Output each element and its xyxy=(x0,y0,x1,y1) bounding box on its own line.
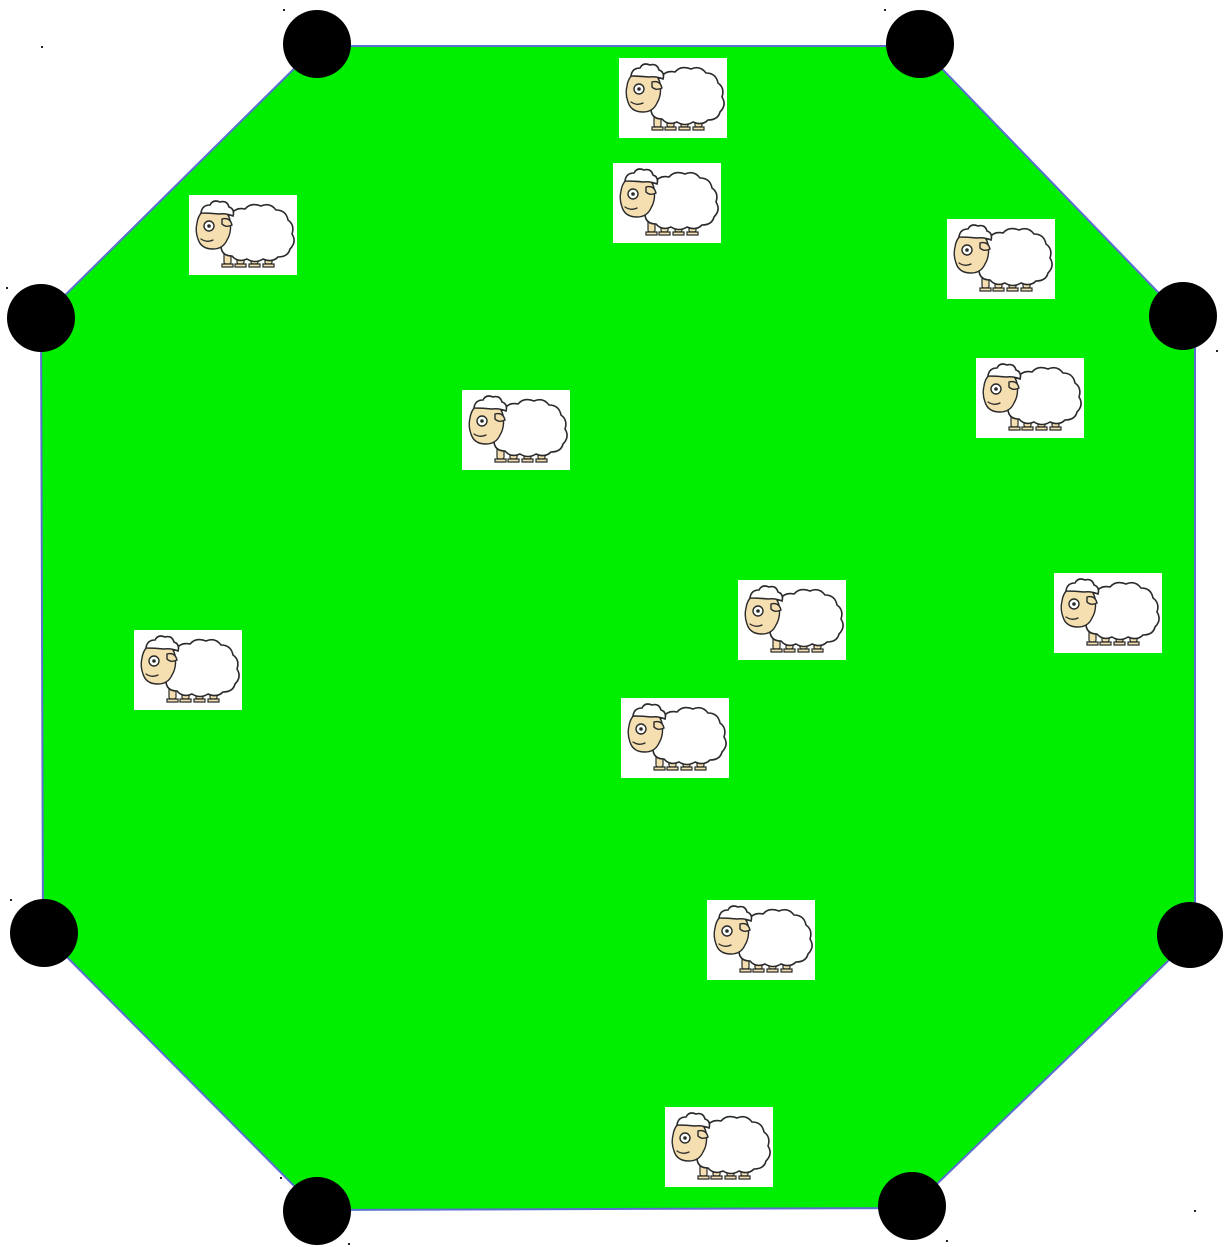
sheep-icon xyxy=(189,195,297,275)
fence-post-dot xyxy=(1149,282,1217,350)
sheep-icon xyxy=(665,1107,773,1187)
sheep-icon xyxy=(619,58,727,138)
sheep-icon xyxy=(613,163,721,243)
fence-post-dot xyxy=(283,1177,351,1245)
fence-post-dot xyxy=(7,284,75,352)
sheep-icon xyxy=(1054,573,1162,653)
fence-post-dot xyxy=(283,10,351,78)
sheep-icon xyxy=(707,900,815,980)
fence-post-dot xyxy=(878,1172,946,1240)
fence-post-dot xyxy=(10,899,78,967)
sheep-icon xyxy=(134,630,242,710)
fence-post-dot xyxy=(886,10,954,78)
sheep-icon xyxy=(738,580,846,660)
sheep-icon xyxy=(621,698,729,778)
fence-post-dot xyxy=(1157,902,1223,968)
sheep-icon xyxy=(947,219,1055,299)
sheep-icon xyxy=(976,358,1084,438)
sheep-icon xyxy=(462,390,570,470)
